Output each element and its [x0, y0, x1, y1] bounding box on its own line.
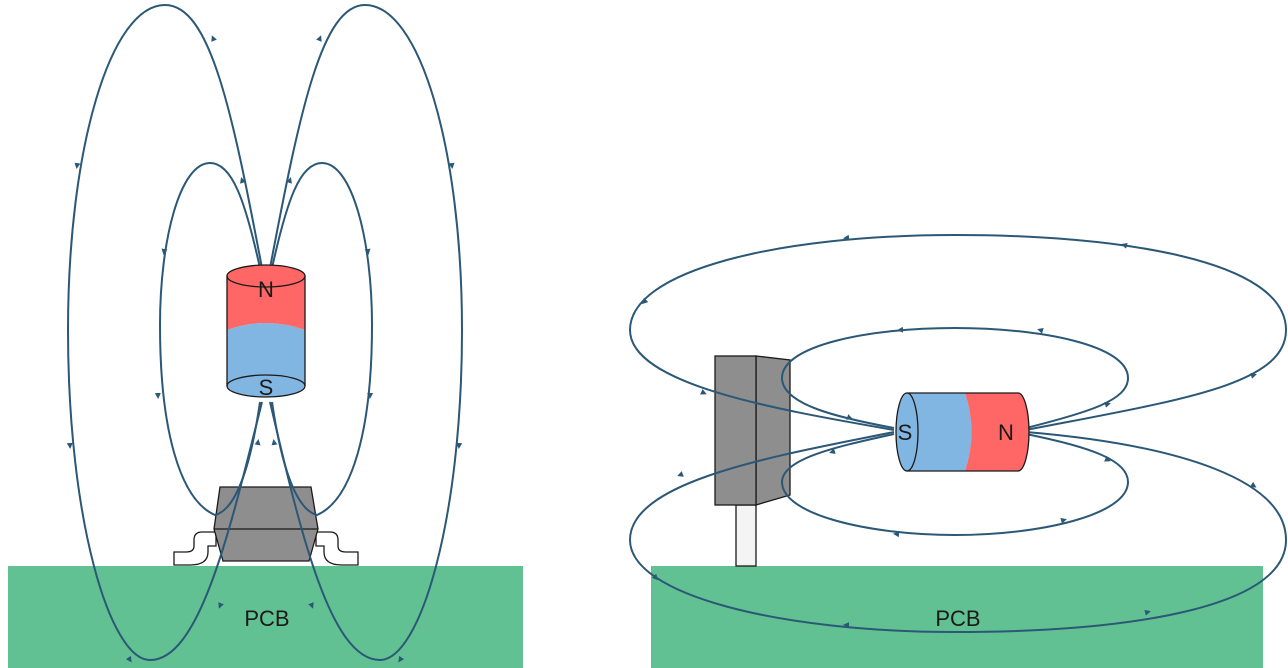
right-field-lines: [628, 233, 1288, 634]
left-field-line-outer-right: [269, 3, 464, 662]
right-field-line-inner-top: [780, 326, 1130, 429]
right-field-line-outer-top: [628, 233, 1288, 431]
left-arrow-1: [211, 35, 217, 42]
right-hall-sensor: [714, 355, 791, 567]
left-magnet-north-label: N: [258, 277, 274, 302]
left-diagram: PCB: [8, 3, 523, 668]
left-magnet-south-label: S: [259, 375, 274, 400]
right-magnet-north-body: [965, 393, 1029, 471]
right-magnet: S N: [895, 392, 1030, 472]
right-sensor-side-face: [755, 355, 791, 506]
left-arrow-17: [254, 439, 261, 446]
left-hall-sensor: [173, 486, 359, 566]
right-arrow-15: [677, 471, 684, 477]
left-arrow-18: [271, 439, 278, 446]
left-field-line-inner-left: [158, 161, 261, 517]
left-pcb-label: PCB: [244, 606, 289, 631]
left-sensor-lead-right: [315, 531, 359, 566]
left-field-line-outer-left: [66, 3, 263, 662]
right-field-line-outer-bottom: [628, 431, 1288, 634]
left-sensor-lead-left: [173, 531, 217, 566]
left-magnet: N S: [226, 264, 306, 400]
left-arrow-2: [74, 162, 81, 169]
right-magnet-far-cap: [1017, 392, 1030, 472]
right-sensor-front-face: [714, 355, 757, 506]
left-arrow-3: [66, 442, 73, 449]
left-field-line-inner-right: [271, 161, 374, 517]
left-arrow-15: [154, 392, 161, 399]
left-pcb: [8, 566, 523, 668]
right-magnet-near-cap: [895, 392, 919, 472]
right-pcb-label: PCB: [935, 606, 980, 631]
left-magnet-north-body: [227, 276, 305, 330]
right-field-line-inner-bottom: [780, 433, 1130, 537]
right-diagram: PCB: [628, 233, 1288, 668]
right-magnet-south-label: S: [898, 420, 913, 445]
right-magnet-north-label: N: [998, 420, 1014, 445]
left-field-lines: [66, 3, 464, 662]
right-arrow-11: [1104, 456, 1111, 462]
right-magnet-south-body: [907, 393, 972, 471]
right-sensor-lead: [735, 504, 757, 567]
